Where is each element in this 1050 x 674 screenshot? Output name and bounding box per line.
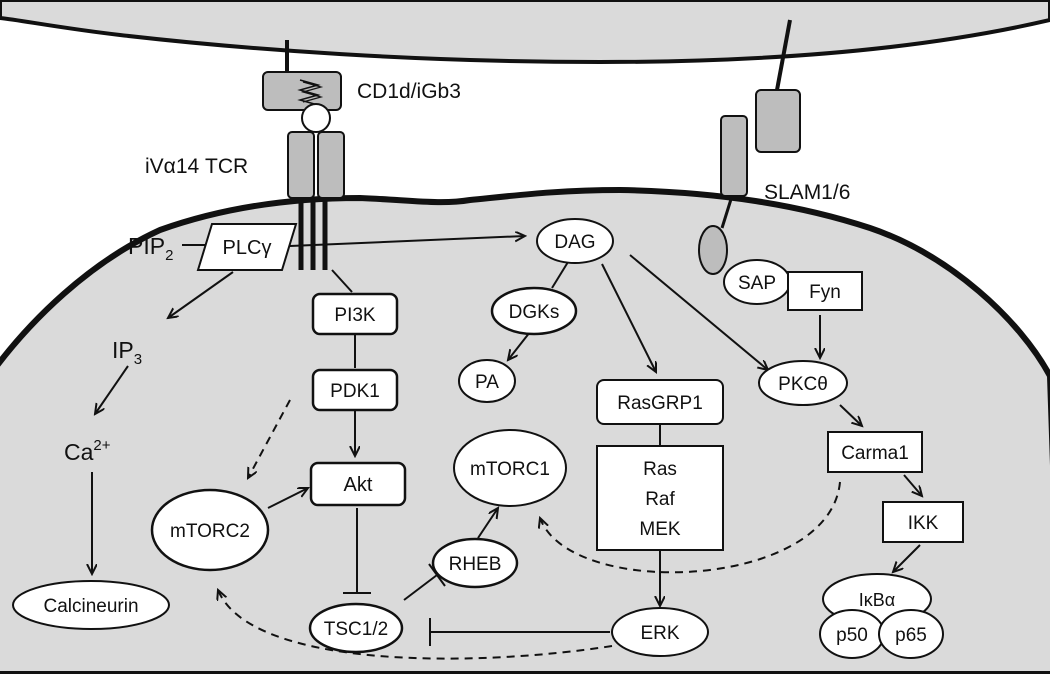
svg-text:Calcineurin: Calcineurin [43, 596, 138, 617]
svg-text:RHEB: RHEB [449, 554, 502, 575]
svg-text:Akt: Akt [344, 474, 373, 496]
edge-pkc-carma1 [839, 404, 862, 426]
svg-text:IP3: IP3 [112, 337, 142, 368]
cd1d-label: CD1d/iGb3 [357, 80, 461, 103]
edge-dgks-pa [508, 331, 531, 360]
node-rasgrp1: RasGRP1 [596, 379, 724, 425]
svg-text:mTORC1: mTORC1 [470, 459, 550, 480]
svg-text:PI3K: PI3K [334, 305, 376, 326]
node-ikk: IKK [882, 501, 964, 543]
node-pa: PA [458, 359, 516, 403]
node-mtorc2: mTORC2 [150, 488, 270, 572]
node-calcineurin: Calcineurin [12, 580, 170, 630]
node-ca: Ca2+ [64, 437, 111, 465]
edge-carma1-ikk [903, 474, 922, 496]
node-pkc: PKCθ [758, 360, 848, 406]
edge-carma1-mtorc1 [540, 481, 841, 574]
tcr-label: iVα14 TCR [145, 155, 248, 178]
edge-pdk1-mtorc2 [248, 399, 291, 478]
node-p50: p50 [819, 609, 885, 659]
slam-label: SLAM1/6 [764, 181, 850, 204]
node-tsc: TSC1/2 [308, 602, 404, 654]
cd1d-molecule [262, 40, 342, 133]
svg-text:DGKs: DGKs [509, 302, 560, 323]
edge-erk-tsc-inhibit [429, 618, 610, 646]
node-ras-raf-mek: Ras Raf MEK [596, 445, 724, 551]
node-pdk1: PDK1 [311, 368, 399, 412]
svg-text:PA: PA [475, 372, 499, 393]
edge-plcg-dag [289, 236, 525, 247]
node-mtorc1: mTORC1 [453, 429, 567, 507]
node-rheb: RHEB [431, 537, 519, 589]
svg-text:p50: p50 [836, 625, 868, 646]
svg-text:TSC1/2: TSC1/2 [324, 619, 388, 640]
svg-text:Carma1: Carma1 [841, 443, 909, 464]
edge-mtorc2-akt [267, 488, 308, 509]
edge-ip3-ca [95, 365, 129, 414]
node-erk: ERK [611, 607, 709, 657]
svg-text:Fyn: Fyn [809, 282, 841, 303]
svg-text:PIP2: PIP2 [128, 233, 173, 264]
svg-text:MEK: MEK [639, 519, 681, 540]
node-pip2: PIP2 [128, 233, 173, 264]
svg-text:Ras: Ras [643, 459, 677, 480]
node-dgks: DGKs [490, 286, 578, 336]
edge-plcg-ip3 [168, 271, 234, 318]
svg-text:PLCγ: PLCγ [223, 237, 272, 259]
svg-text:RasGRP1: RasGRP1 [617, 393, 703, 414]
edge-dag-pkc [629, 254, 768, 370]
apc-cell [0, 0, 1050, 65]
svg-text:SAP: SAP [738, 273, 776, 294]
node-sap: SAP [723, 259, 791, 305]
svg-text:DAG: DAG [554, 232, 595, 253]
edge-tcr-pi3k [331, 269, 353, 293]
node-dag: DAG [536, 218, 614, 264]
tcr-receptor [287, 131, 345, 270]
svg-text:mTORC2: mTORC2 [170, 521, 250, 542]
node-carma1: Carma1 [827, 431, 923, 473]
svg-text:PKCθ: PKCθ [778, 374, 828, 395]
edge-ikk-ikba [893, 544, 921, 572]
node-plcg: PLCγ [196, 223, 298, 271]
svg-text:Raf: Raf [645, 489, 675, 510]
svg-text:IκBα: IκBα [859, 590, 895, 610]
svg-text:p65: p65 [895, 625, 927, 646]
slam-receptor [698, 19, 801, 275]
edge-akt-tsc-inhibit [343, 508, 371, 594]
node-ip3: IP3 [112, 337, 142, 368]
node-p65: p65 [878, 609, 944, 659]
node-fyn: Fyn [787, 271, 863, 311]
edge-dag-rasgrp1 [601, 263, 656, 372]
node-pi3k: PI3K [311, 292, 399, 336]
node-akt: Akt [309, 461, 407, 507]
svg-text:IKK: IKK [908, 513, 939, 534]
svg-text:PDK1: PDK1 [330, 381, 380, 402]
svg-text:Ca2+: Ca2+ [64, 437, 111, 465]
edge-erk-mtorc2 [218, 590, 613, 660]
edge-dag-dgks [551, 261, 569, 289]
svg-text:ERK: ERK [640, 623, 679, 644]
edge-rheb-mtorc1 [477, 508, 498, 539]
